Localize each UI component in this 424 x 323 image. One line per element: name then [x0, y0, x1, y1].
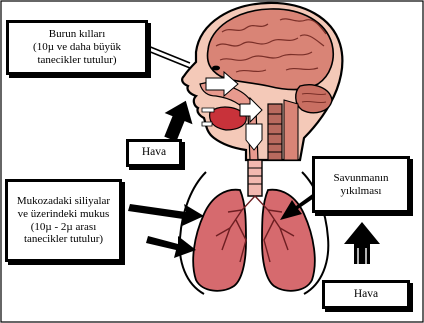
mucus-line-3: (10µ - 2µ arası [31, 221, 97, 234]
mucus-line-2: ve üzerindeki mukus [18, 208, 110, 221]
right-lung [262, 190, 315, 291]
head-illustration [182, 3, 342, 160]
nose-hairs-line-2: (10µ ve daha büyük [33, 41, 121, 54]
trachea [248, 160, 262, 196]
mucus-line-1: Mukozadaki siliyalar [17, 195, 110, 208]
air-arrow-right [344, 222, 380, 266]
mucus-label-box: Mukozadaki siliyalar ve üzerindeki mukus… [5, 179, 122, 262]
air-label-right: Hava [322, 280, 410, 309]
defense-line-1: Savunmanın [334, 172, 389, 185]
left-lung [193, 190, 246, 291]
lungs-illustration [180, 160, 329, 294]
nose-pointer [148, 46, 190, 68]
eye [212, 66, 220, 71]
air-arrow-head [158, 96, 199, 144]
nose-hairs-line-1: Burun kılları [49, 28, 106, 41]
air-label-right-text: Hava [354, 288, 378, 302]
defense-line-2: yıkılması [341, 185, 382, 198]
mucus-line-4: tanecikler tutulur) [24, 233, 103, 246]
nose-hairs-label-box: Burun kılları (10µ ve daha büyük tanecik… [6, 20, 148, 75]
lung-arrows [128, 204, 204, 258]
defense-breakdown-label-box: Savunmanın yıkılması [312, 156, 410, 213]
air-label-head: Hava [126, 139, 182, 167]
air-label-head-text: Hava [142, 146, 166, 160]
nose-hairs-line-3: tanecikler tutulur) [37, 54, 116, 67]
